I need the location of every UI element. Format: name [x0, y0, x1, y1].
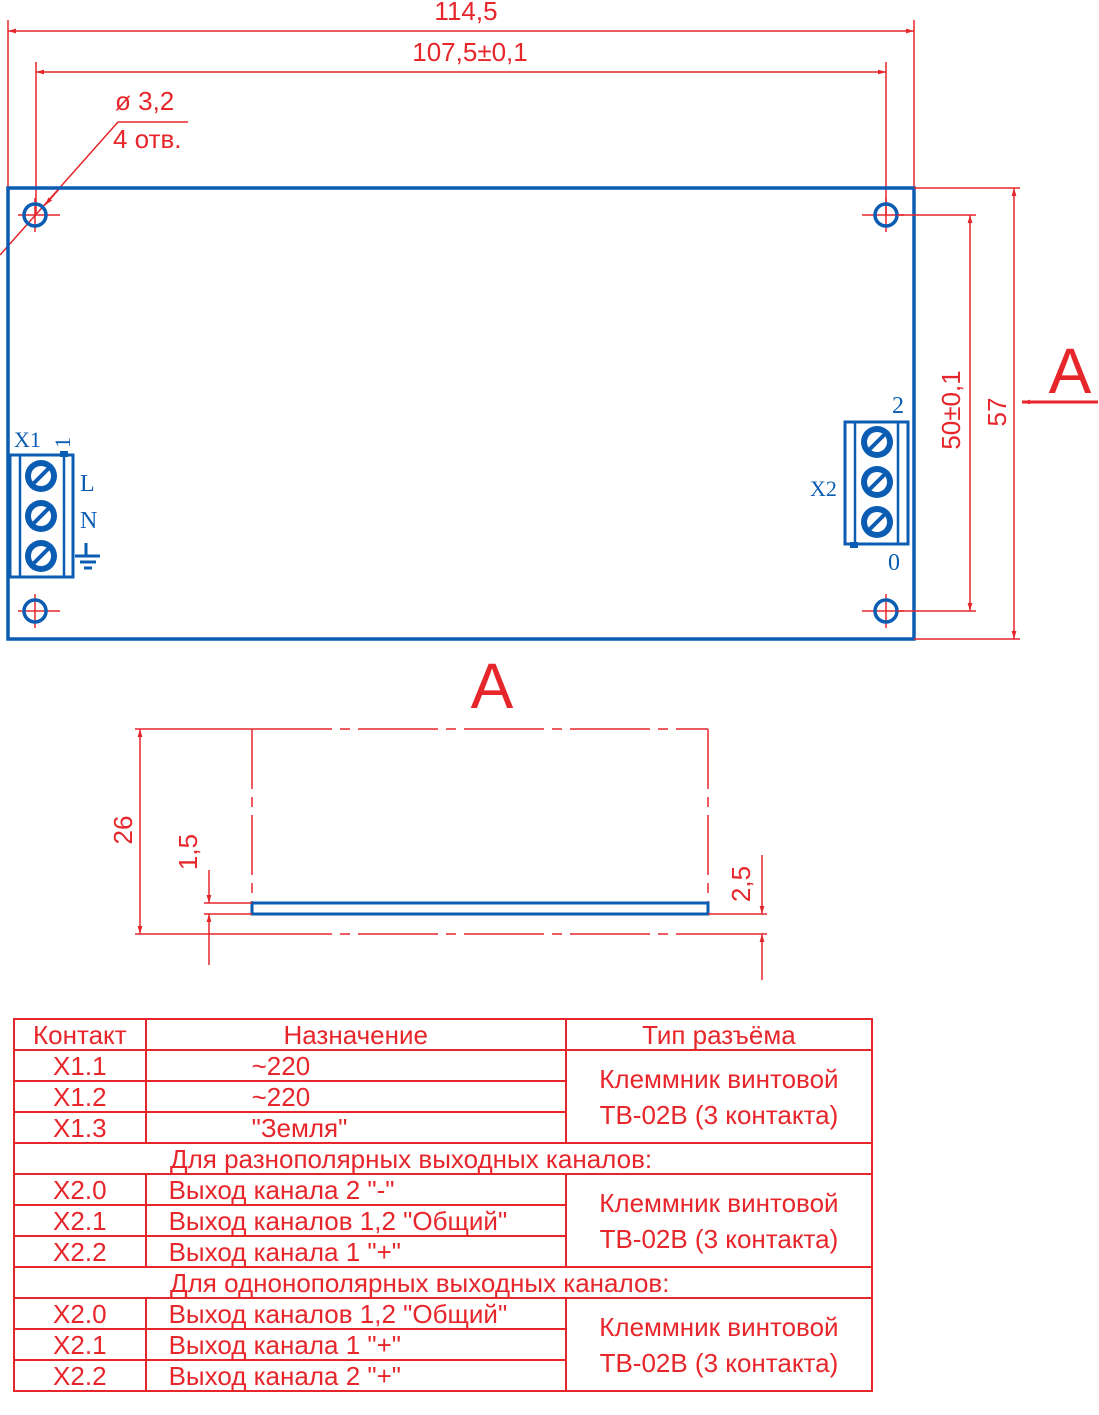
dim-hole-spacing-y: 50±0,1 — [897, 214, 976, 612]
ground-icon — [75, 543, 100, 570]
svg-text:0: 0 — [888, 550, 900, 576]
table-row: X1.2 ~220 — [13, 1080, 872, 1113]
drawing: 114,5 107,5±0,1 ø 3,2 4 отв. X1 1 L N — [0, 0, 1098, 980]
svg-text:107,5±0,1: 107,5±0,1 — [412, 37, 527, 67]
screw-icon — [25, 500, 57, 532]
board-outline — [6, 186, 916, 641]
table-row: X2.0 Выход каналов 1,2 "Общий" Клеммник … — [13, 1297, 874, 1392]
side-view — [250, 728, 710, 935]
svg-text:1: 1 — [50, 437, 75, 448]
svg-text:N: N — [80, 508, 97, 534]
screw-icon — [861, 466, 893, 498]
view-arrow-a: A — [1022, 335, 1098, 407]
pinout-table: Контакт Назначение Тип разъёма X1.1 ~220… — [13, 1018, 874, 1392]
svg-text:26: 26 — [108, 816, 138, 845]
svg-text:114,5: 114,5 — [434, 0, 497, 26]
svg-text:ø 3,2: ø 3,2 — [115, 86, 174, 116]
section-title: A — [471, 650, 514, 722]
table-row: X2.2 Выход канала 2 "+" — [13, 1359, 872, 1392]
table-row: X2.1 Выход канала 1 "+" — [13, 1328, 872, 1361]
dim-offset-1-5: 1,5 — [173, 834, 252, 965]
connector-x2: X2 2 0 — [810, 393, 910, 576]
screw-icon — [25, 460, 57, 492]
header-contact: Контакт — [13, 1018, 147, 1051]
dim-thickness-2-5: 2,5 — [708, 855, 767, 980]
svg-text:50±0,1: 50±0,1 — [936, 370, 966, 449]
section-row: Для разнополярных выходных каналов: — [13, 1142, 873, 1175]
svg-text:2: 2 — [892, 393, 904, 419]
svg-text:2,5: 2,5 — [726, 866, 756, 902]
svg-text:1,5: 1,5 — [173, 834, 203, 870]
board-side — [250, 901, 710, 916]
svg-text:X1: X1 — [14, 427, 41, 452]
header-purpose: Назначение — [144, 1018, 567, 1051]
svg-text:L: L — [80, 471, 95, 497]
dim-overall-width: 114,5 — [7, 0, 915, 188]
svg-text:57: 57 — [982, 398, 1012, 427]
table-row: X1.3 "Земля" — [13, 1111, 872, 1144]
screw-icon — [861, 506, 893, 538]
section-row: Для однонополярных выходных каналов: — [13, 1266, 873, 1299]
svg-text:4 отв.: 4 отв. — [113, 124, 182, 154]
table-row: X2.1 Выход каналов 1,2 "Общий" — [13, 1204, 872, 1237]
mounting-holes — [18, 198, 904, 628]
table-row: X2.0 Выход канала 2 "-" Клеммник винтово… — [13, 1173, 874, 1268]
header-type: Тип разъёма — [564, 1018, 874, 1051]
svg-text:X2: X2 — [810, 476, 837, 501]
dim-overall-height: 57 — [914, 187, 1020, 640]
dim-hole-spacing-x: 107,5±0,1 — [35, 37, 887, 215]
screw-icon — [861, 426, 893, 458]
svg-text:A: A — [1049, 335, 1092, 407]
hole-leader: ø 3,2 4 отв. — [0, 86, 188, 256]
table-header: Контакт Назначение Тип разъёма — [13, 1018, 874, 1051]
dim-height-26: 26 — [108, 728, 252, 935]
screw-icon — [25, 540, 57, 572]
table-row: X2.2 Выход канала 1 "+" — [13, 1235, 872, 1268]
connector-x1: X1 1 L N — [8, 427, 100, 579]
